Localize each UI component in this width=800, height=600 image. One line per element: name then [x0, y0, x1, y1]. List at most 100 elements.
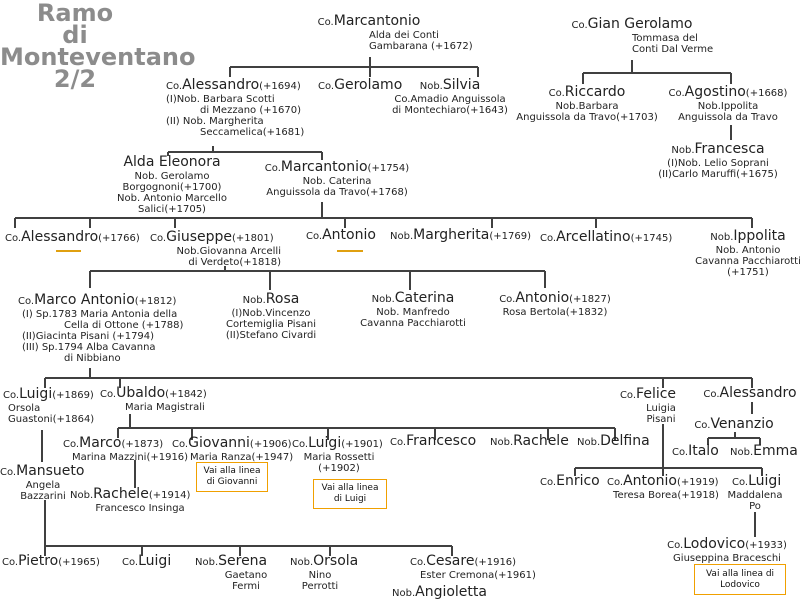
person-name: Co.Venanzio — [694, 417, 773, 431]
person-title: Nob. — [577, 437, 601, 448]
person-dates: (+1754) — [367, 163, 410, 174]
spouse-line: Nob. Gerolamo — [134, 171, 210, 182]
person-dates: (+1933) — [745, 540, 787, 551]
person-given-name: Alda Eleonora — [123, 154, 221, 170]
spouse-line: Anguissola da Travo(+1703) — [516, 112, 658, 123]
spouse-line: Gaetano — [224, 570, 268, 581]
spouse-line: Seccamelica(+1681) — [200, 127, 305, 138]
person-title: Nob. — [419, 81, 443, 92]
person-given-name: Cesare — [426, 553, 475, 569]
person-given-name: Gian Gerolamo — [587, 16, 693, 32]
person-name: Nob.Emma — [730, 444, 798, 458]
person-given-name: Francesco — [406, 433, 477, 449]
person-name: Co.Italo — [672, 444, 719, 458]
person-title: Co. — [318, 81, 335, 92]
person-title: Co. — [150, 233, 167, 244]
spouse-line: Bazzarini — [20, 491, 66, 502]
person-dates: (+1827) — [569, 294, 611, 305]
person-name: Co.Antonio — [306, 228, 376, 242]
person-name: Co.Alessandro(+1694) — [166, 78, 301, 92]
person-given-name: Mansueto — [16, 463, 85, 479]
spouse-line: Pisani — [646, 414, 676, 425]
person-dates: (+1801) — [232, 233, 274, 244]
person-name: Co.Gerolamo — [318, 78, 402, 92]
spouse-line: Cavanna Pacchiarotti — [695, 256, 800, 267]
person-given-name: Francesca — [694, 141, 765, 157]
person-dates: (+1873) — [121, 439, 164, 450]
person-dates: (+1769) — [489, 231, 532, 242]
person-dates: (+1694) — [259, 81, 301, 92]
person-name: Co.Lodovico(+1933) — [667, 537, 787, 551]
person-given-name: Antonio — [515, 290, 570, 306]
person-name: Nob.Francesca — [671, 142, 764, 156]
spouse-line: Maria Ranza(+1947) — [190, 452, 294, 463]
person-title: Co. — [540, 233, 557, 244]
person-given-name: Agostino — [684, 84, 746, 100]
spouse-line: (I)Nob.Vincenzo — [231, 308, 311, 319]
person-given-name: Giovanni — [188, 435, 250, 451]
underline-alessandro — [56, 250, 81, 252]
person-title: Co. — [122, 557, 139, 568]
person-title: Co. — [292, 439, 309, 450]
title-line-4: 2/2 — [53, 65, 97, 93]
person-given-name: Silvia — [442, 77, 481, 93]
person-given-name: Margherita — [413, 227, 490, 243]
person-title: Nob. — [195, 557, 219, 568]
person-title: Co. — [607, 477, 624, 488]
person-title: Co. — [172, 439, 189, 450]
spouse-line: Cella di Ottone (+1788) — [64, 320, 184, 331]
spouse-line: Nob.Giovanna Arcelli — [176, 246, 281, 257]
person-given-name: Enrico — [556, 473, 600, 489]
person-given-name: Felice — [636, 386, 677, 402]
person-dates: (+1965) — [58, 557, 100, 568]
spouse-line: Po — [749, 501, 761, 512]
person-given-name: Orsola — [313, 553, 359, 569]
person-title: Co. — [2, 557, 19, 568]
person-name: Alda Eleonora — [123, 155, 220, 169]
person-name: Co.Marco Antonio(+1812) — [18, 293, 176, 307]
spouse-line: di Montechiaro(+1643) — [392, 105, 508, 116]
person-given-name: Luigi — [748, 473, 782, 489]
person-given-name: Arcellatino — [556, 229, 631, 245]
spouse-line: Perrotti — [301, 581, 339, 592]
spouse-line: Luigia — [646, 403, 676, 414]
person-name: Co.Antonio(+1827) — [499, 291, 611, 305]
spouse-line: Maddalena — [727, 490, 783, 501]
person-given-name: Emma — [753, 443, 798, 459]
person-given-name: Rachele — [513, 433, 569, 449]
person-given-name: Luigi — [308, 435, 342, 451]
person-name: Co.Pietro(+1965) — [2, 554, 100, 568]
person-title: Nob. — [671, 145, 695, 156]
person-given-name: Antonio — [623, 473, 677, 489]
person-given-name: Angioletta — [415, 584, 487, 600]
person-name: Co.Luigi — [122, 554, 171, 568]
spouse-line: Salici(+1705) — [138, 204, 206, 215]
person-name: Nob.Angioletta — [392, 585, 487, 599]
person-title: Co. — [390, 437, 407, 448]
person-given-name: Marco Antonio — [34, 292, 135, 308]
person-title: Co. — [5, 233, 22, 244]
person-name: Co.Antonio(+1919) — [607, 474, 719, 488]
person-given-name: Lodovico — [683, 536, 746, 552]
person-name: Co.Marcantonio(+1754) — [265, 160, 409, 174]
spouse-line: Rosa Bertola(+1832) — [502, 307, 608, 318]
spouse-line: Nob.Ippolita — [697, 101, 759, 112]
person-name: Co.Agostino(+1668) — [669, 85, 788, 99]
person-name: Co.Mansueto — [0, 464, 84, 478]
person-name: Nob.Rosa — [243, 292, 300, 306]
person-title: Co. — [672, 447, 689, 458]
person-title: Co. — [540, 477, 557, 488]
spouse-line: Anguissola da Travo(+1768) — [266, 187, 408, 198]
spouse-line: (I)Nob. Barbara Scotti — [166, 94, 275, 105]
person-title: Co. — [668, 88, 685, 99]
spouse-line: Nob. Caterina — [302, 176, 372, 187]
spouse-line: Nob.Barbara — [555, 101, 619, 112]
person-dates: (+1842) — [165, 389, 207, 400]
spouse-line: Alda dei Conti — [369, 30, 439, 41]
person-given-name: Riccardo — [564, 84, 626, 100]
person-given-name: Italo — [688, 443, 719, 459]
